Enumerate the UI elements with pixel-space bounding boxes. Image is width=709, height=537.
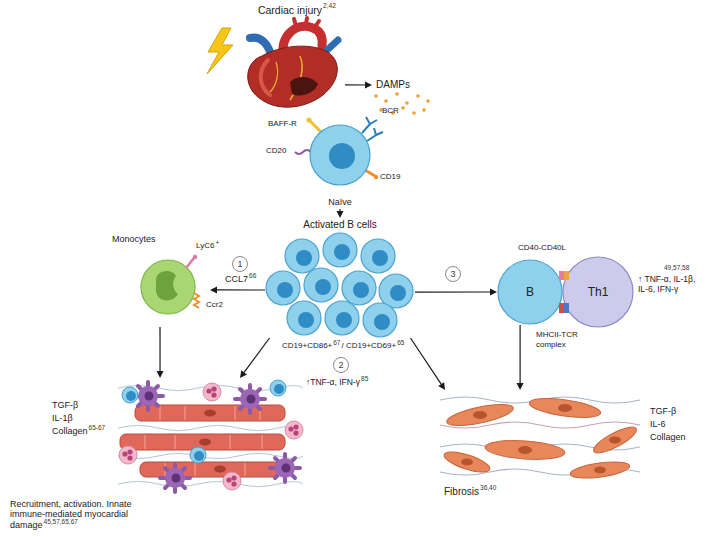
reference-superscript: 2,42 [323,2,336,10]
receptor-label: LyC6 [196,241,214,251]
connector-line [519,325,520,383]
cytokine-label: TGF-β [650,406,676,417]
receptor-label: Ccr2 [206,300,223,310]
connector-line [339,209,340,211]
receptor-label: CD20 [266,146,286,156]
connector [240,338,270,378]
connector [210,286,265,293]
connector [157,327,164,378]
node-text: Recruitment, activation. Innate immune-m… [10,499,132,531]
connector [411,338,446,390]
arrowhead [438,382,445,390]
callout-number: 3 [445,266,461,282]
interaction-label: CD40-CD40L [518,243,566,253]
connector [415,289,497,296]
cell-part [559,271,564,280]
node-text: Monocytes [112,234,156,244]
cytokine-label: IL-1β [52,413,73,424]
node-text: Th1 [588,285,609,299]
connector-line [411,338,442,384]
arrowhead [210,286,217,293]
receptor-label: CD19 [380,172,400,182]
connector-line [244,338,269,372]
reference-superscript: 85 [361,375,368,383]
activated-b-cells: Activated B cells [265,218,415,338]
fibrosis-node: Fibrosis [430,390,645,500]
receptor-label: BCR [382,106,399,116]
node-text: DAMPs [376,79,410,90]
th1-cell: Th1 [562,256,634,328]
reference-superscript: 66 [249,272,256,280]
activated-b-cell-cluster [266,233,413,337]
tissue-illustration [118,380,303,492]
text-block: Monocytes [112,234,156,245]
damps-particles [374,92,430,115]
cell-part [564,303,569,313]
text-block: DAMPs [376,79,410,91]
reference-superscript: 49,57,58 [664,264,689,272]
injury-node: Cardiac injury [235,2,345,107]
text-block: Naïve [328,197,352,208]
cell-part [310,125,370,185]
text-block: Activated B cells [303,219,376,231]
arrowhead [157,371,164,378]
marker-label: CD19+CD86+ [282,341,332,351]
cytokine-label: ↑ TNF-α, IL-1β, IL-6, IFN-γ [638,274,704,294]
node-text: Activated B cells [303,219,376,230]
superscript-sign: + [215,239,219,247]
text-block: Recruitment, activation. Innate immune-m… [10,499,142,531]
naive-b-cell: Naïve [308,123,372,209]
cell-part [559,303,564,313]
arrowhead [337,211,344,218]
lightning-bolt [207,28,233,74]
monocyte-illustration [141,255,199,314]
text-block: Cardiac injury [258,4,322,17]
connector [337,209,344,218]
node-text: B [526,285,534,299]
b-cell: B [497,259,563,325]
reference-superscript: 65 [397,339,404,347]
cytokine-label: TGF-β [52,400,78,411]
heart-illustration [248,18,338,107]
cytokine-label: Collagen [52,426,88,437]
connector-line [415,291,490,292]
callout-number: 1 [232,256,248,272]
reference-superscript: 45,57,65,67 [44,518,78,526]
node-text: Naïve [328,197,352,207]
cell-part [498,260,562,324]
interaction-label: MHCII-TCR complex [536,330,588,349]
reference-superscript: 36,40 [480,484,496,492]
connector [345,81,372,88]
fibrosis-illustration [440,395,640,481]
edge-label: CCL7 [225,274,248,285]
marker-label: / CD19+CD69+ [341,341,396,351]
text-block: B [526,285,534,299]
cytokine-label: IL-6 [650,419,666,430]
connector [517,325,524,390]
connector-line [345,84,365,85]
reference-superscript: 65-67 [89,424,106,432]
cell-part [564,271,569,280]
cell-part [563,257,633,327]
node-text: Fibrosis [444,486,479,497]
text-block: Th1 [588,285,609,299]
node-text: Cardiac injury [258,4,322,16]
arrowhead [240,370,247,378]
cell-part [329,143,355,169]
receptor-label: BAFF-R [268,119,297,129]
callout-number: 2 [333,357,349,373]
reference-superscript: 67 [333,339,340,347]
monocyte-node: Monocytes [110,232,210,327]
connector-line [217,289,265,290]
connector-line [159,327,160,371]
arrowhead [490,289,497,296]
arrowhead [517,383,524,390]
cytokine-label: ↑TNF-α, IFN-γ [306,377,360,387]
cell-outline [308,123,372,209]
damps-node: DAMPs [372,70,432,120]
cytokine-label: Collagen [650,432,686,443]
text-block: Fibrosis [444,486,479,498]
arrowhead [365,81,372,88]
